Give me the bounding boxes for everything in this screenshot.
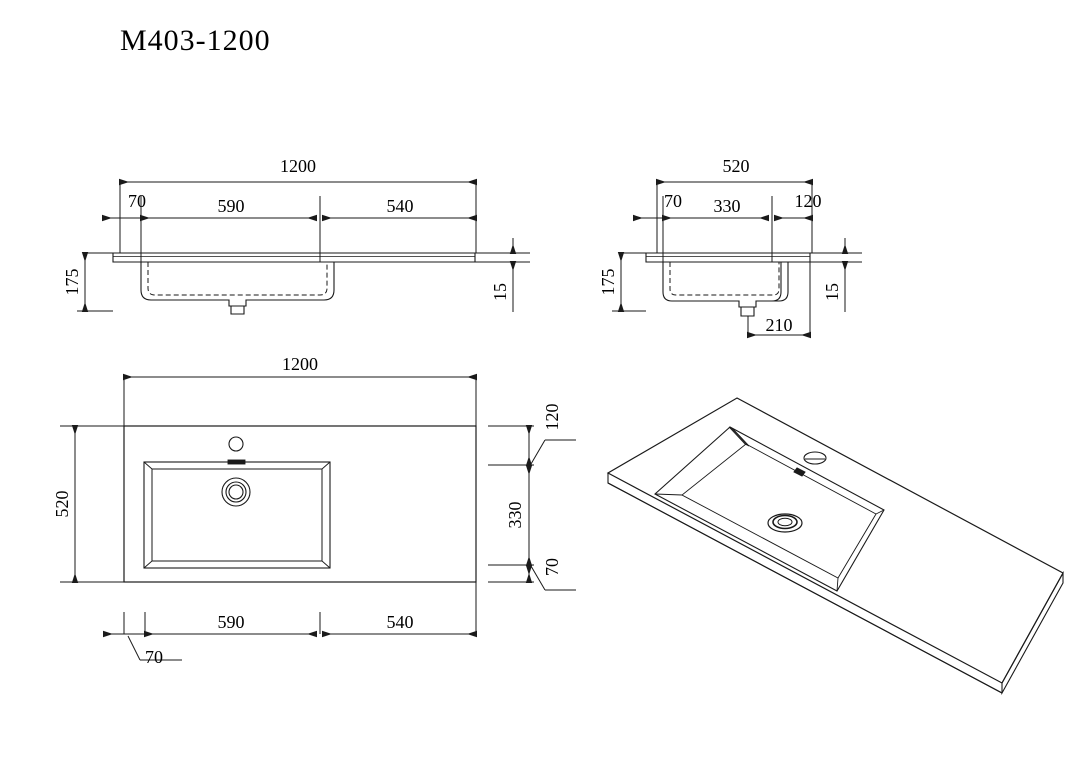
side-elevation-geometry [645, 252, 811, 317]
side-dim-70: 70 [664, 191, 682, 211]
plan-view-dimensions [60, 373, 576, 661]
front-dim-175: 175 [62, 269, 82, 296]
side-dim-520: 520 [723, 156, 750, 176]
front-dim-70: 70 [128, 191, 146, 211]
front-dim-15: 15 [490, 283, 510, 301]
side-elevation-dimensions [612, 178, 862, 339]
plan-dim-70-right: 70 [542, 558, 562, 576]
plan-dim-520: 520 [52, 491, 72, 518]
plan-dim-540: 540 [387, 612, 414, 632]
front-dim-590: 590 [218, 196, 245, 216]
side-dim-15: 15 [822, 283, 842, 301]
side-dim-210: 210 [766, 315, 793, 335]
front-elevation-dimensions [77, 178, 530, 312]
plan-dim-1200: 1200 [282, 354, 318, 374]
plan-dim-70-bottom: 70 [145, 647, 163, 667]
front-elevation-geometry [112, 252, 476, 315]
side-dim-175: 175 [598, 269, 618, 296]
plan-dim-120: 120 [542, 404, 562, 431]
front-dim-540: 540 [387, 196, 414, 216]
isometric-geometry [606, 397, 1064, 696]
dimension-labels: 1200 70 590 540 175 15 520 70 330 120 17… [52, 156, 842, 667]
side-dim-120: 120 [795, 191, 822, 211]
plan-dim-330: 330 [505, 502, 525, 529]
plan-view-geometry [123, 425, 477, 583]
page-title: M403-1200 [120, 24, 271, 57]
side-dim-330: 330 [714, 196, 741, 216]
front-dim-1200: 1200 [280, 156, 316, 176]
plan-dim-590: 590 [218, 612, 245, 632]
